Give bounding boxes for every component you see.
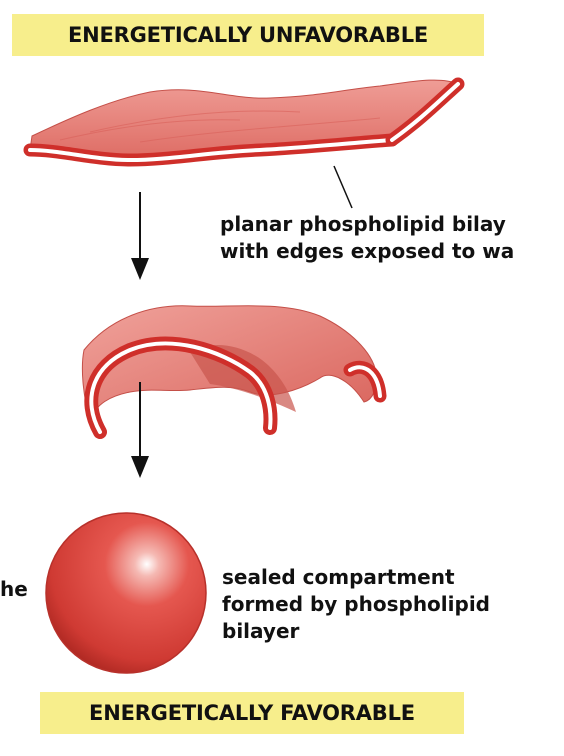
arrow-down-1 bbox=[131, 192, 149, 280]
sealed-label-line-1: sealed compartment bbox=[222, 565, 455, 589]
planar-bilayer-sheet bbox=[23, 77, 465, 209]
sealed-compartment-label: sealed compartment formed by phospholipi… bbox=[222, 564, 490, 645]
top-banner-text: ENERGETICALLY UNFAVORABLE bbox=[67, 23, 429, 47]
sealed-label-line-3: bilayer bbox=[222, 619, 300, 643]
top-banner: ENERGETICALLY UNFAVORABLE bbox=[12, 14, 484, 56]
bottom-banner-text: ENERGETICALLY FAVORABLE bbox=[89, 701, 415, 725]
sealed-label-line-2: formed by phospholipid bbox=[222, 592, 490, 616]
bottom-banner: ENERGETICALLY FAVORABLE bbox=[40, 692, 464, 734]
curving-bilayer bbox=[81, 305, 387, 439]
cut-off-edge-text: he bbox=[0, 577, 28, 601]
planar-bilayer-label: planar phospholipid bilay with edges exp… bbox=[220, 211, 514, 265]
arrow-down-2 bbox=[131, 382, 149, 478]
planar-label-line-2: with edges exposed to wa bbox=[220, 239, 515, 263]
planar-label-line-1: planar phospholipid bilay bbox=[220, 212, 506, 236]
sealed-sphere bbox=[45, 512, 207, 674]
